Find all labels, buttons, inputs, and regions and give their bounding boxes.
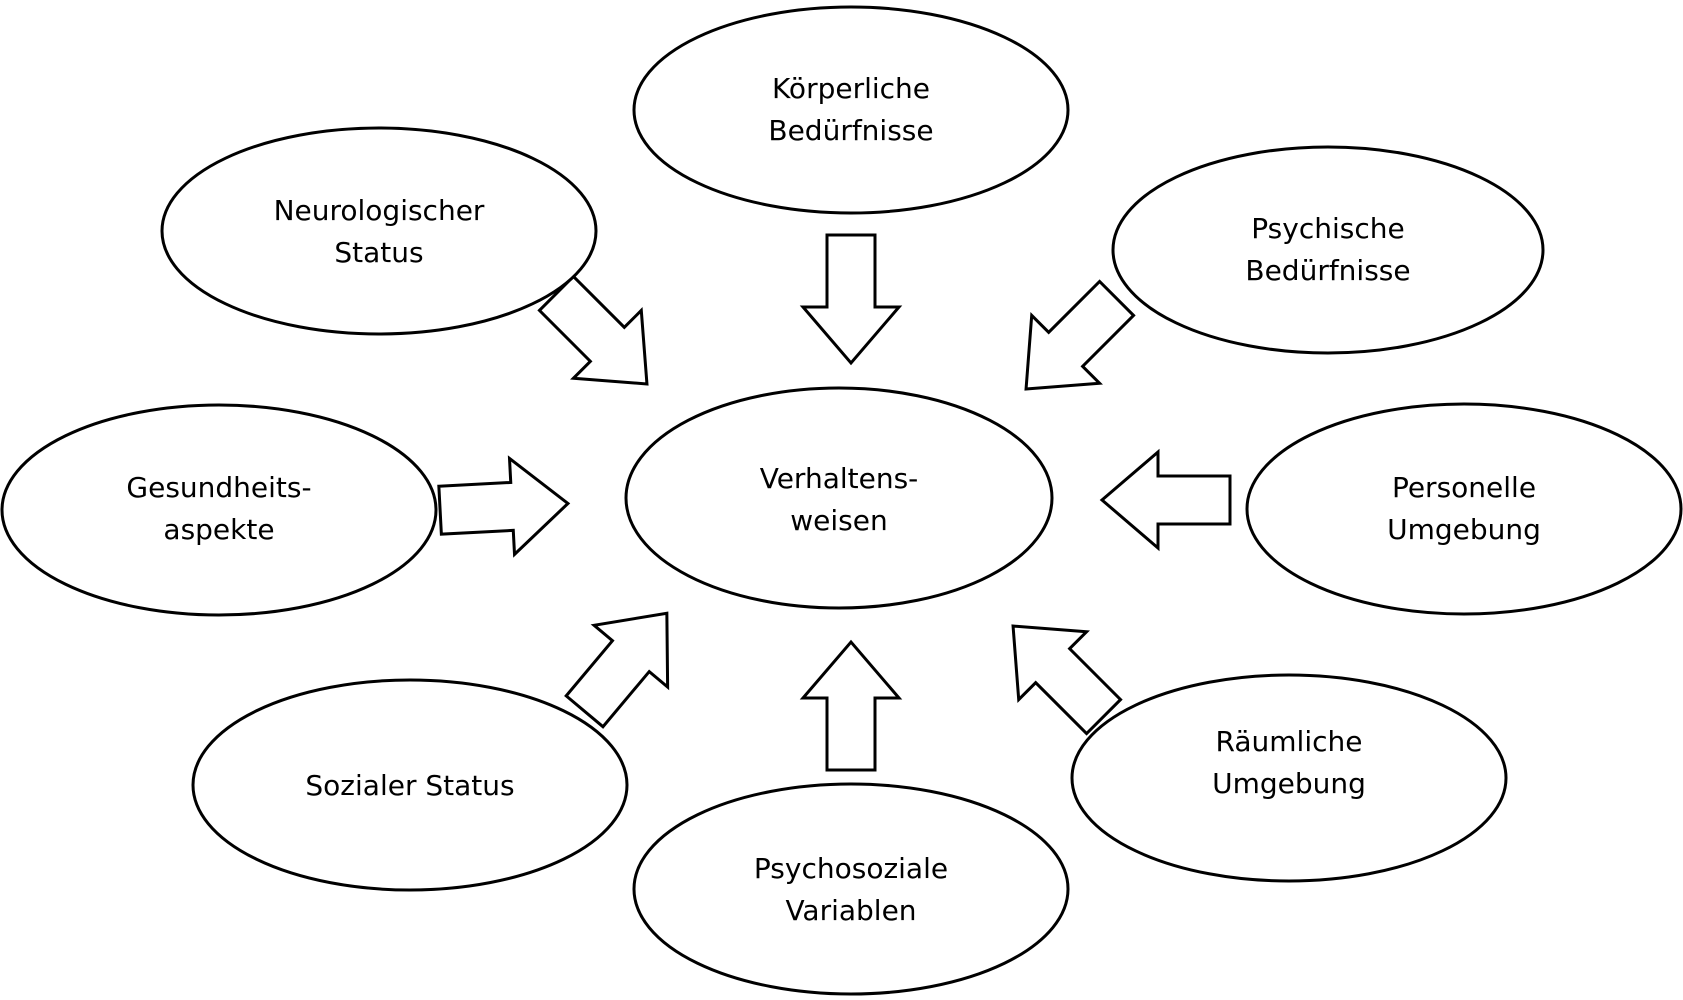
node-psychische-line2: Bedürfnisse [1245,254,1410,287]
center-node-line2: weisen [790,504,887,537]
node-gesundheitsaspekte: Gesundheits- aspekte [0,403,438,617]
node-psychosoziale-line2: Variablen [785,894,916,927]
node-psychosoziale-line1: Psychosoziale [754,852,948,885]
node-sozialer-line1: Sozialer Status [305,769,514,802]
arrow-from-bottom [799,639,903,772]
node-sozialer-status: Sozialer Status [191,678,629,892]
node-raeumliche-line1: Räumliche [1216,725,1363,758]
node-gesundheits-line2: aspekte [163,513,274,546]
node-gesundheits-line1: Gesundheits- [126,471,311,504]
node-psychische-line1: Psychische [1251,212,1404,245]
node-raeumliche-umgebung: Räumliche Umgebung [1070,673,1508,883]
arrow-from-top [799,233,903,366]
center-node-verhaltensweisen: Verhaltens- weisen [624,386,1054,610]
node-personelle-line1: Personelle [1392,471,1536,504]
node-personelle-line2: Umgebung [1387,513,1541,546]
node-koerperliche-beduerfnisse: Körperliche Bedürfnisse [632,5,1070,215]
node-psychosoziale-variablen: Psychosoziale Variablen [632,782,1070,996]
arrow-from-bottom-left [564,611,670,729]
node-personelle-umgebung: Personelle Umgebung [1245,402,1683,616]
arrow-from-top-left [537,274,649,386]
arrow-from-right [1099,448,1232,552]
node-koerperliche-line1: Körperliche [772,72,930,105]
arrow-from-top-right [1024,279,1136,391]
node-psychische-beduerfnisse: Psychische Bedürfnisse [1111,145,1545,355]
node-raeumliche-line2: Umgebung [1212,767,1366,800]
arrow-from-bottom-right [1011,624,1123,736]
node-neurologischer-status: Neurologischer Status [160,126,598,336]
arrow-from-left [437,455,571,558]
node-koerperliche-line2: Bedürfnisse [768,114,933,147]
node-neurologischer-line2: Status [334,236,423,269]
center-node-line1: Verhaltens- [760,462,919,495]
node-neurologischer-line1: Neurologischer [274,194,485,227]
